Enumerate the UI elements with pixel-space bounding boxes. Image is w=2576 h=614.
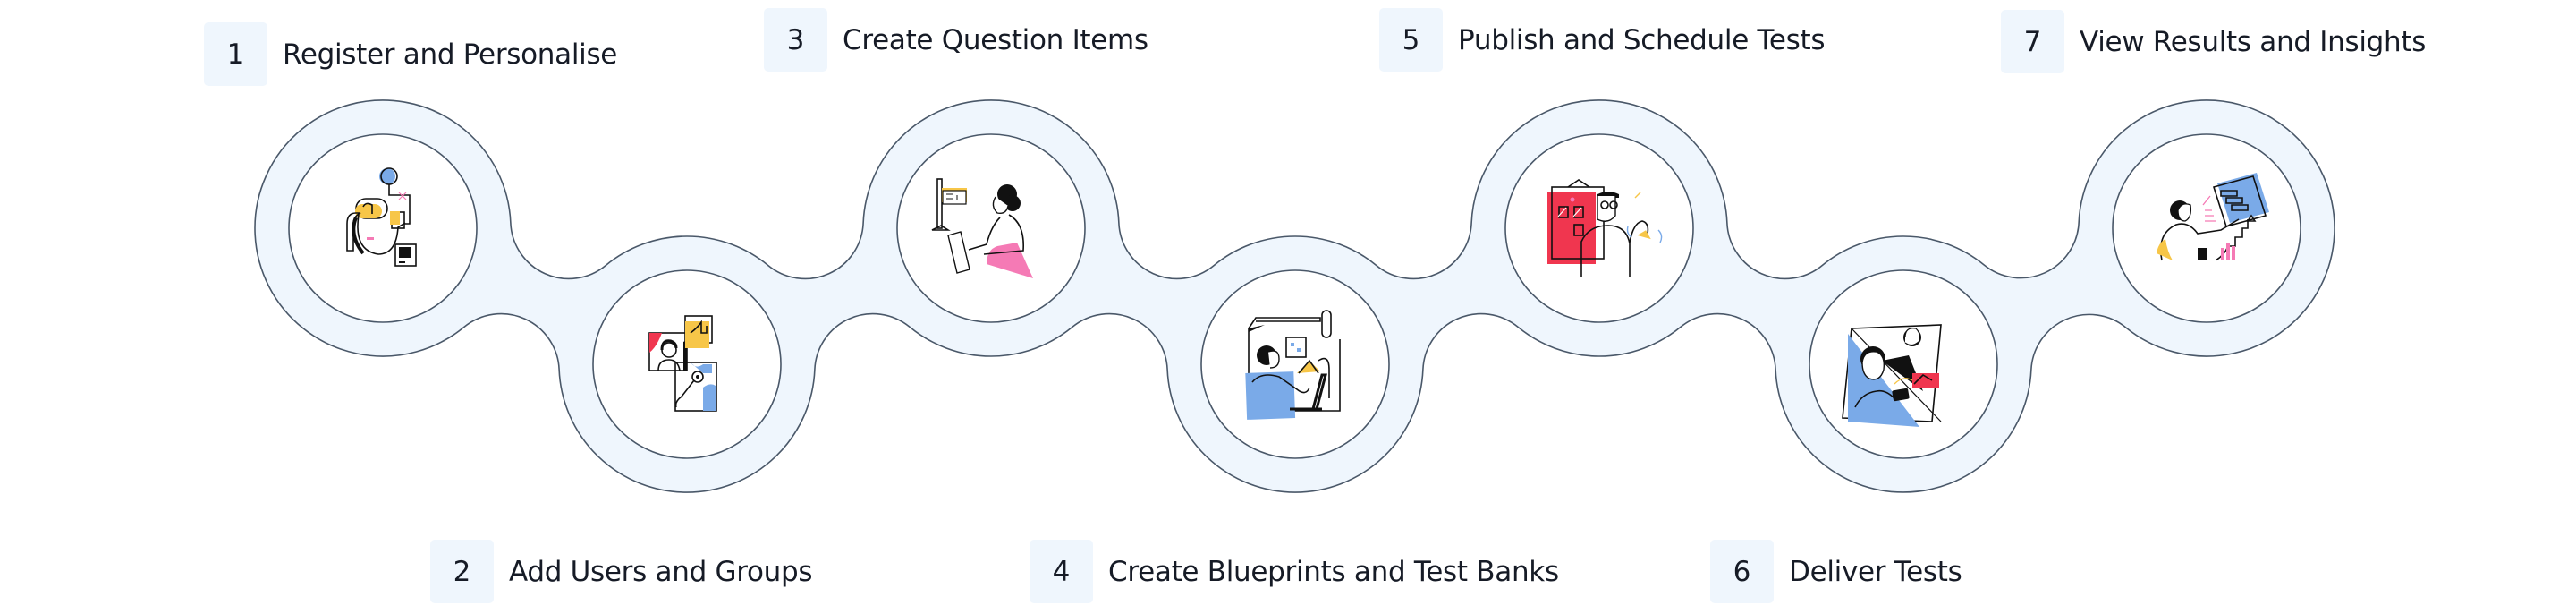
step-number-badge: 7 — [2001, 10, 2064, 73]
illustration-frame — [1504, 133, 1694, 323]
people-with-phone-and-screen-icon — [1842, 324, 1942, 427]
step-3-node — [896, 133, 1086, 323]
step-title: Deliver Tests — [1789, 555, 1962, 588]
step-title: Create Question Items — [843, 23, 1148, 56]
step-2-label: 2 Add Users and Groups — [430, 540, 813, 603]
step-number-badge: 2 — [430, 540, 494, 603]
step-7-label: 7 View Results and Insights — [2001, 10, 2426, 73]
step-7-node — [2112, 133, 2301, 323]
illustration-frame — [896, 133, 1086, 323]
step-1-label: 1 Register and Personalise — [204, 22, 617, 86]
step-number-badge: 5 — [1379, 8, 1443, 72]
step-1-node — [288, 133, 478, 323]
step-number-badge: 1 — [204, 22, 267, 86]
support-agent-and-gears-icon — [648, 315, 717, 412]
step-3-label: 3 Create Question Items — [764, 8, 1148, 72]
step-2-node — [592, 269, 782, 459]
person-pressing-switch-icon — [346, 167, 417, 267]
step-title: Register and Personalise — [283, 38, 618, 71]
step-number-badge: 4 — [1030, 540, 1093, 603]
step-number-badge: 6 — [1710, 540, 1774, 603]
step-title: Add Users and Groups — [509, 555, 813, 588]
man-ringing-bell-with-calendar-icon — [1547, 179, 1663, 277]
step-5-node — [1504, 133, 1694, 323]
step-5-label: 5 Publish and Schedule Tests — [1379, 8, 1826, 72]
illustration-frame — [2112, 133, 2301, 323]
woman-working-at-desk-icon — [1245, 310, 1341, 420]
step-4-label: 4 Create Blueprints and Test Banks — [1030, 540, 1559, 603]
woman-typing-at-computer-icon — [931, 178, 1033, 278]
illustration-frame — [288, 133, 478, 323]
step-4-node — [1200, 269, 1390, 459]
step-6-node — [1809, 269, 1998, 459]
step-number-badge: 3 — [764, 8, 827, 72]
step-title: View Results and Insights — [2080, 25, 2427, 58]
step-6-label: 6 Deliver Tests — [1710, 540, 1962, 603]
man-with-growth-chart-icon — [2157, 173, 2269, 261]
illustration-frame — [1200, 269, 1390, 459]
step-title: Publish and Schedule Tests — [1458, 23, 1826, 56]
step-title: Create Blueprints and Test Banks — [1108, 555, 1559, 588]
